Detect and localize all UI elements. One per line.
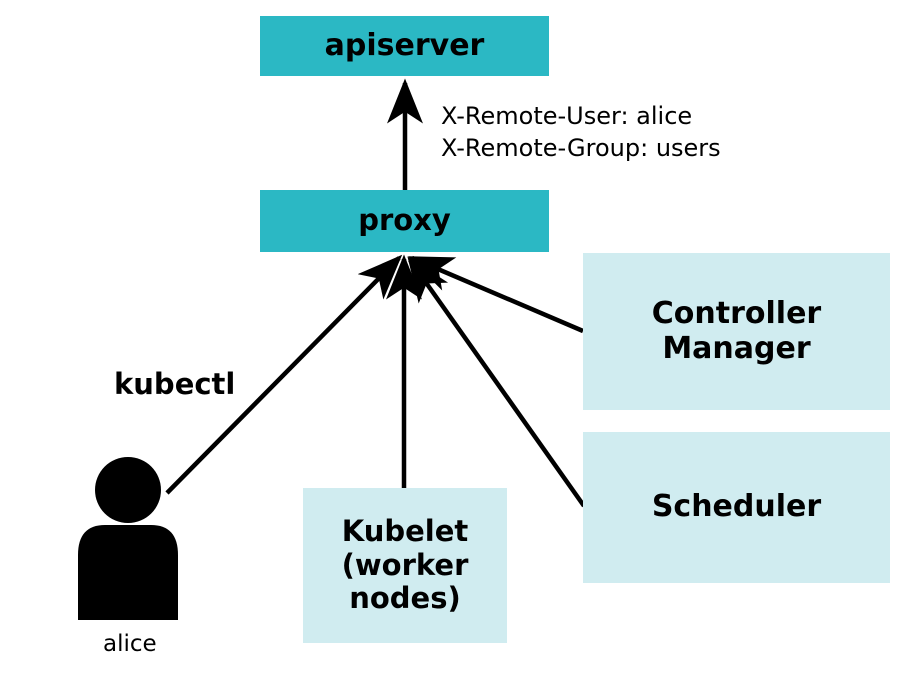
node-kubelet[interactable]: Kubelet (worker nodes): [303, 488, 507, 643]
edge-controller-manager-to-proxy: [407, 255, 584, 334]
node-scheduler-label: Scheduler: [651, 489, 822, 525]
actor-alice-label: alice: [103, 631, 157, 657]
node-controller-manager[interactable]: Controller Manager: [583, 253, 890, 410]
edge-scheduler-to-proxy: [407, 256, 586, 508]
node-proxy-label: proxy: [358, 203, 451, 238]
node-kubelet-label: Kubelet (worker nodes): [341, 514, 469, 616]
kubectl-command-label: kubectl: [114, 367, 236, 401]
node-controller-manager-label: Controller Manager: [651, 296, 822, 366]
node-apiserver[interactable]: apiserver: [260, 16, 549, 76]
person-icon: [78, 457, 178, 620]
node-apiserver-label: apiserver: [324, 27, 485, 63]
node-scheduler[interactable]: Scheduler: [583, 432, 890, 583]
request-headers-annotation: X-Remote-User: alice X-Remote-Group: use…: [441, 102, 721, 163]
node-proxy[interactable]: proxy: [260, 190, 549, 252]
